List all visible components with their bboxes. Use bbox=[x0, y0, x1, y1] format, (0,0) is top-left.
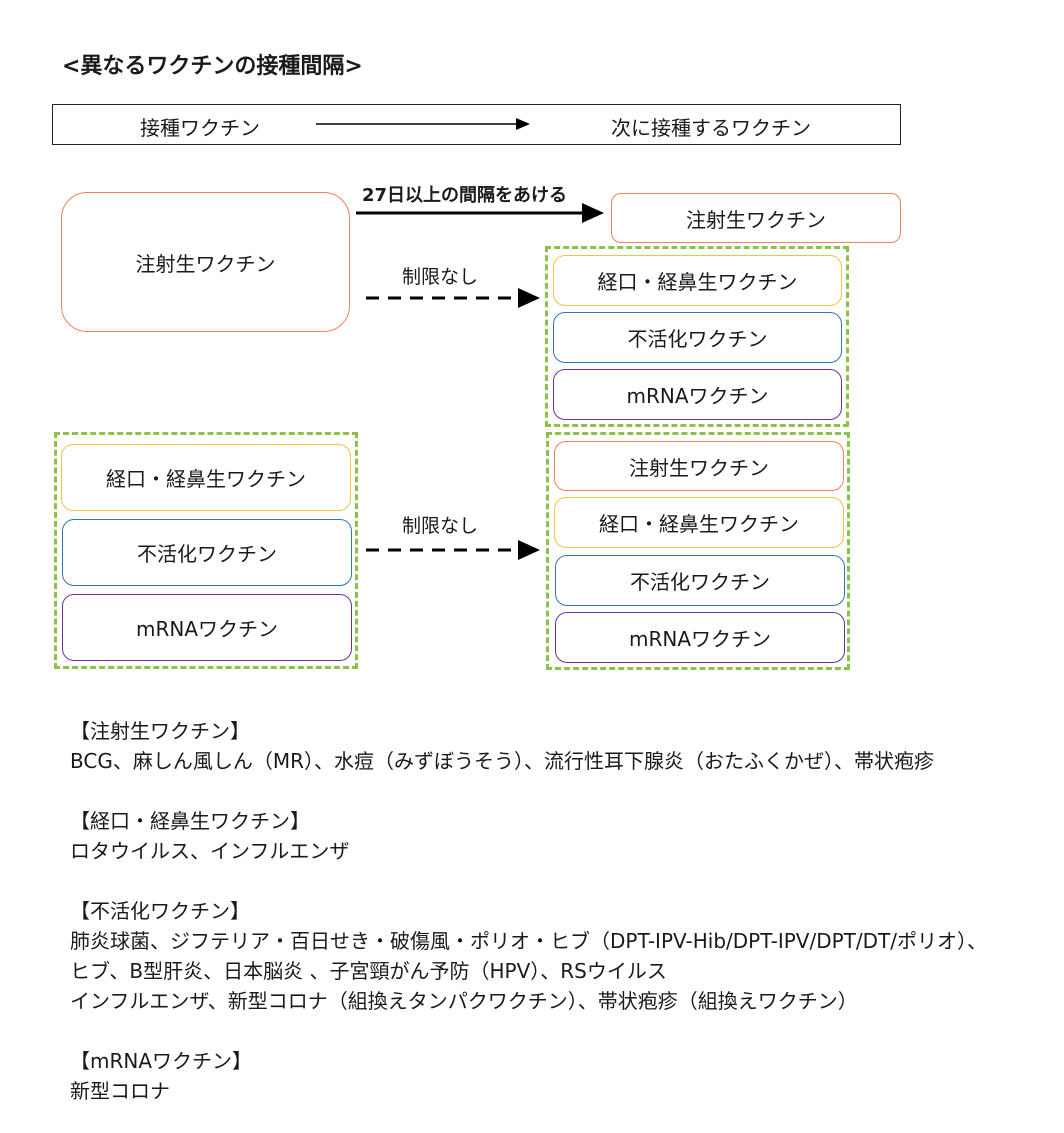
no-restriction-label-bottom: 制限なし bbox=[402, 515, 479, 537]
bottom-target-oral-nasal-box: 経口・経鼻生ワクチン bbox=[554, 497, 844, 548]
note-heading-inactivated: 【不活化ワクチン】 bbox=[70, 899, 250, 923]
interval-27days-label: 27日以上の間隔をあける bbox=[362, 185, 568, 206]
vaccine-notes: 【注射生ワクチン】 BCG、麻しん風しん（MR）、水痘（みずぼうそう）、流行性耳… bbox=[70, 716, 987, 1106]
target-group-top bbox=[545, 246, 849, 427]
page-title: <異なるワクチンの接種間隔> bbox=[62, 54, 363, 79]
source-oral-nasal-box: 経口・経鼻生ワクチン bbox=[61, 444, 351, 511]
no-restriction-label-top: 制限なし bbox=[402, 266, 479, 288]
target-group-bottom bbox=[546, 432, 850, 670]
note-line-live-injection: BCG、麻しん風しん（MR）、水痘（みずぼうそう）、流行性耳下腺炎（おたふくかぜ… bbox=[70, 749, 934, 773]
target-mrna-box: mRNAワクチン bbox=[553, 369, 842, 420]
source-mrna-box: mRNAワクチン bbox=[62, 594, 352, 661]
legend-box bbox=[52, 104, 901, 145]
source-group-bottom bbox=[54, 432, 358, 669]
source-live-injection-box: 注射生ワクチン bbox=[61, 192, 350, 332]
legend-arrow bbox=[316, 118, 530, 130]
solid-arrow-27days bbox=[356, 203, 604, 223]
note-heading-live-injection: 【注射生ワクチン】 bbox=[70, 719, 250, 743]
bottom-target-inactivated-box: 不活化ワクチン bbox=[555, 555, 845, 606]
arrows-layer bbox=[316, 118, 604, 560]
note-heading-oral-nasal: 【経口・経鼻生ワクチン】 bbox=[70, 809, 310, 833]
legend-to-label: 次に接種するワクチン bbox=[611, 116, 811, 140]
target-inactivated-box: 不活化ワクチン bbox=[553, 312, 842, 363]
bottom-target-live-injection-box: 注射生ワクチン bbox=[554, 441, 844, 491]
legend-from-label: 接種ワクチン bbox=[140, 116, 260, 140]
bottom-target-mrna-box: mRNAワクチン bbox=[555, 612, 845, 663]
note-line-inactivated-2: ヒブ、B型肝炎、日本脳炎 、子宮頸がん予防（HPV）、RSウイルス bbox=[70, 959, 667, 983]
dashed-arrow-bottom bbox=[366, 540, 540, 560]
note-line-mrna: 新型コロナ bbox=[70, 1079, 170, 1103]
target-oral-nasal-box: 経口・経鼻生ワクチン bbox=[553, 255, 842, 306]
note-line-inactivated-1: 肺炎球菌、ジフテリア・百日せき・破傷風・ポリオ・ヒブ（DPT-IPV-Hib/D… bbox=[70, 929, 987, 953]
note-line-inactivated-3: インフルエンザ、新型コロナ（組換えタンパクワクチン）、帯状疱疹（組換えワクチン） bbox=[70, 989, 858, 1013]
source-inactivated-box: 不活化ワクチン bbox=[62, 519, 352, 586]
note-line-oral-nasal: ロタウイルス、インフルエンザ bbox=[70, 839, 350, 863]
note-heading-mrna: 【mRNAワクチン】 bbox=[70, 1049, 253, 1073]
dashed-arrow-top bbox=[366, 288, 540, 308]
target-live-injection-box: 注射生ワクチン bbox=[611, 193, 901, 243]
